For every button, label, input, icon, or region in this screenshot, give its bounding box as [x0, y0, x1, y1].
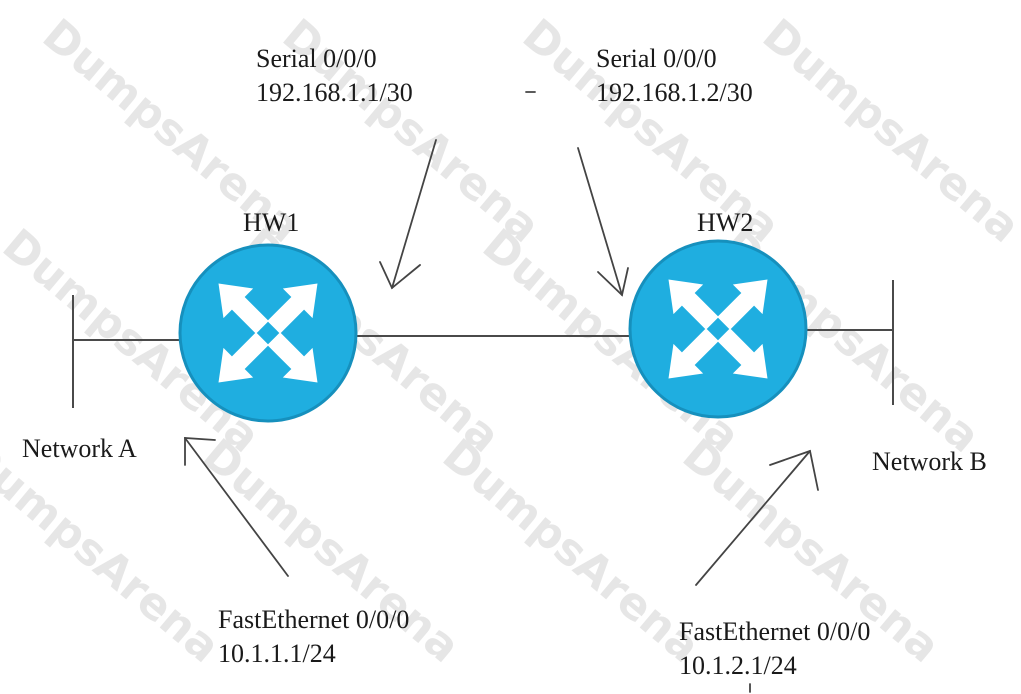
hw1-serial-arrow-icon: [379, 139, 437, 290]
hw2-serial-arrow-icon: [577, 147, 629, 297]
hw2-fastethernet-ip: 10.1.2.1/24: [679, 651, 797, 680]
router-hw2-icon: [628, 239, 808, 419]
hw1-serial-interface: Serial 0/0/0 192.168.1.1/30: [256, 42, 413, 110]
hw2-fastethernet-interface: FastEthernet 0/0/0 10.1.2.1/24: [679, 615, 870, 683]
hw2-fastethernet-name: FastEthernet 0/0/0: [679, 617, 871, 646]
network-a-label: Network A: [22, 434, 137, 463]
router-hw1-icon: [178, 243, 358, 423]
hw2-fastethernet-arrow-icon: [695, 449, 819, 586]
watermark-text: DumpsArena: [753, 9, 1021, 252]
hw2-serial-ip: 192.168.1.2/30: [596, 78, 753, 107]
hw1-fastethernet-name: FastEthernet 0/0/0: [218, 605, 410, 634]
annotation-arrows: [184, 91, 819, 693]
hw1-fastethernet-ip: 10.1.1.1/24: [218, 639, 336, 668]
hw1-fastethernet-interface: FastEthernet 0/0/0 10.1.1.1/24: [218, 603, 409, 671]
watermark-text: DumpsArena: [433, 429, 709, 672]
hw2-serial-interface: Serial 0/0/0 192.168.1.2/30: [596, 42, 753, 110]
hw1-serial-ip: 192.168.1.1/30: [256, 78, 413, 107]
network-b-label: Network B: [872, 447, 987, 476]
router-hw2-label: HW2: [697, 208, 754, 237]
hw1-fastethernet-arrow-icon: [184, 437, 289, 577]
hw2-serial-name: Serial 0/0/0: [596, 44, 717, 73]
watermark: DumpsArena DumpsArena DumpsArena DumpsAr…: [0, 9, 1021, 672]
hw1-serial-name: Serial 0/0/0: [256, 44, 377, 73]
router-hw1-label: HW1: [243, 208, 300, 237]
